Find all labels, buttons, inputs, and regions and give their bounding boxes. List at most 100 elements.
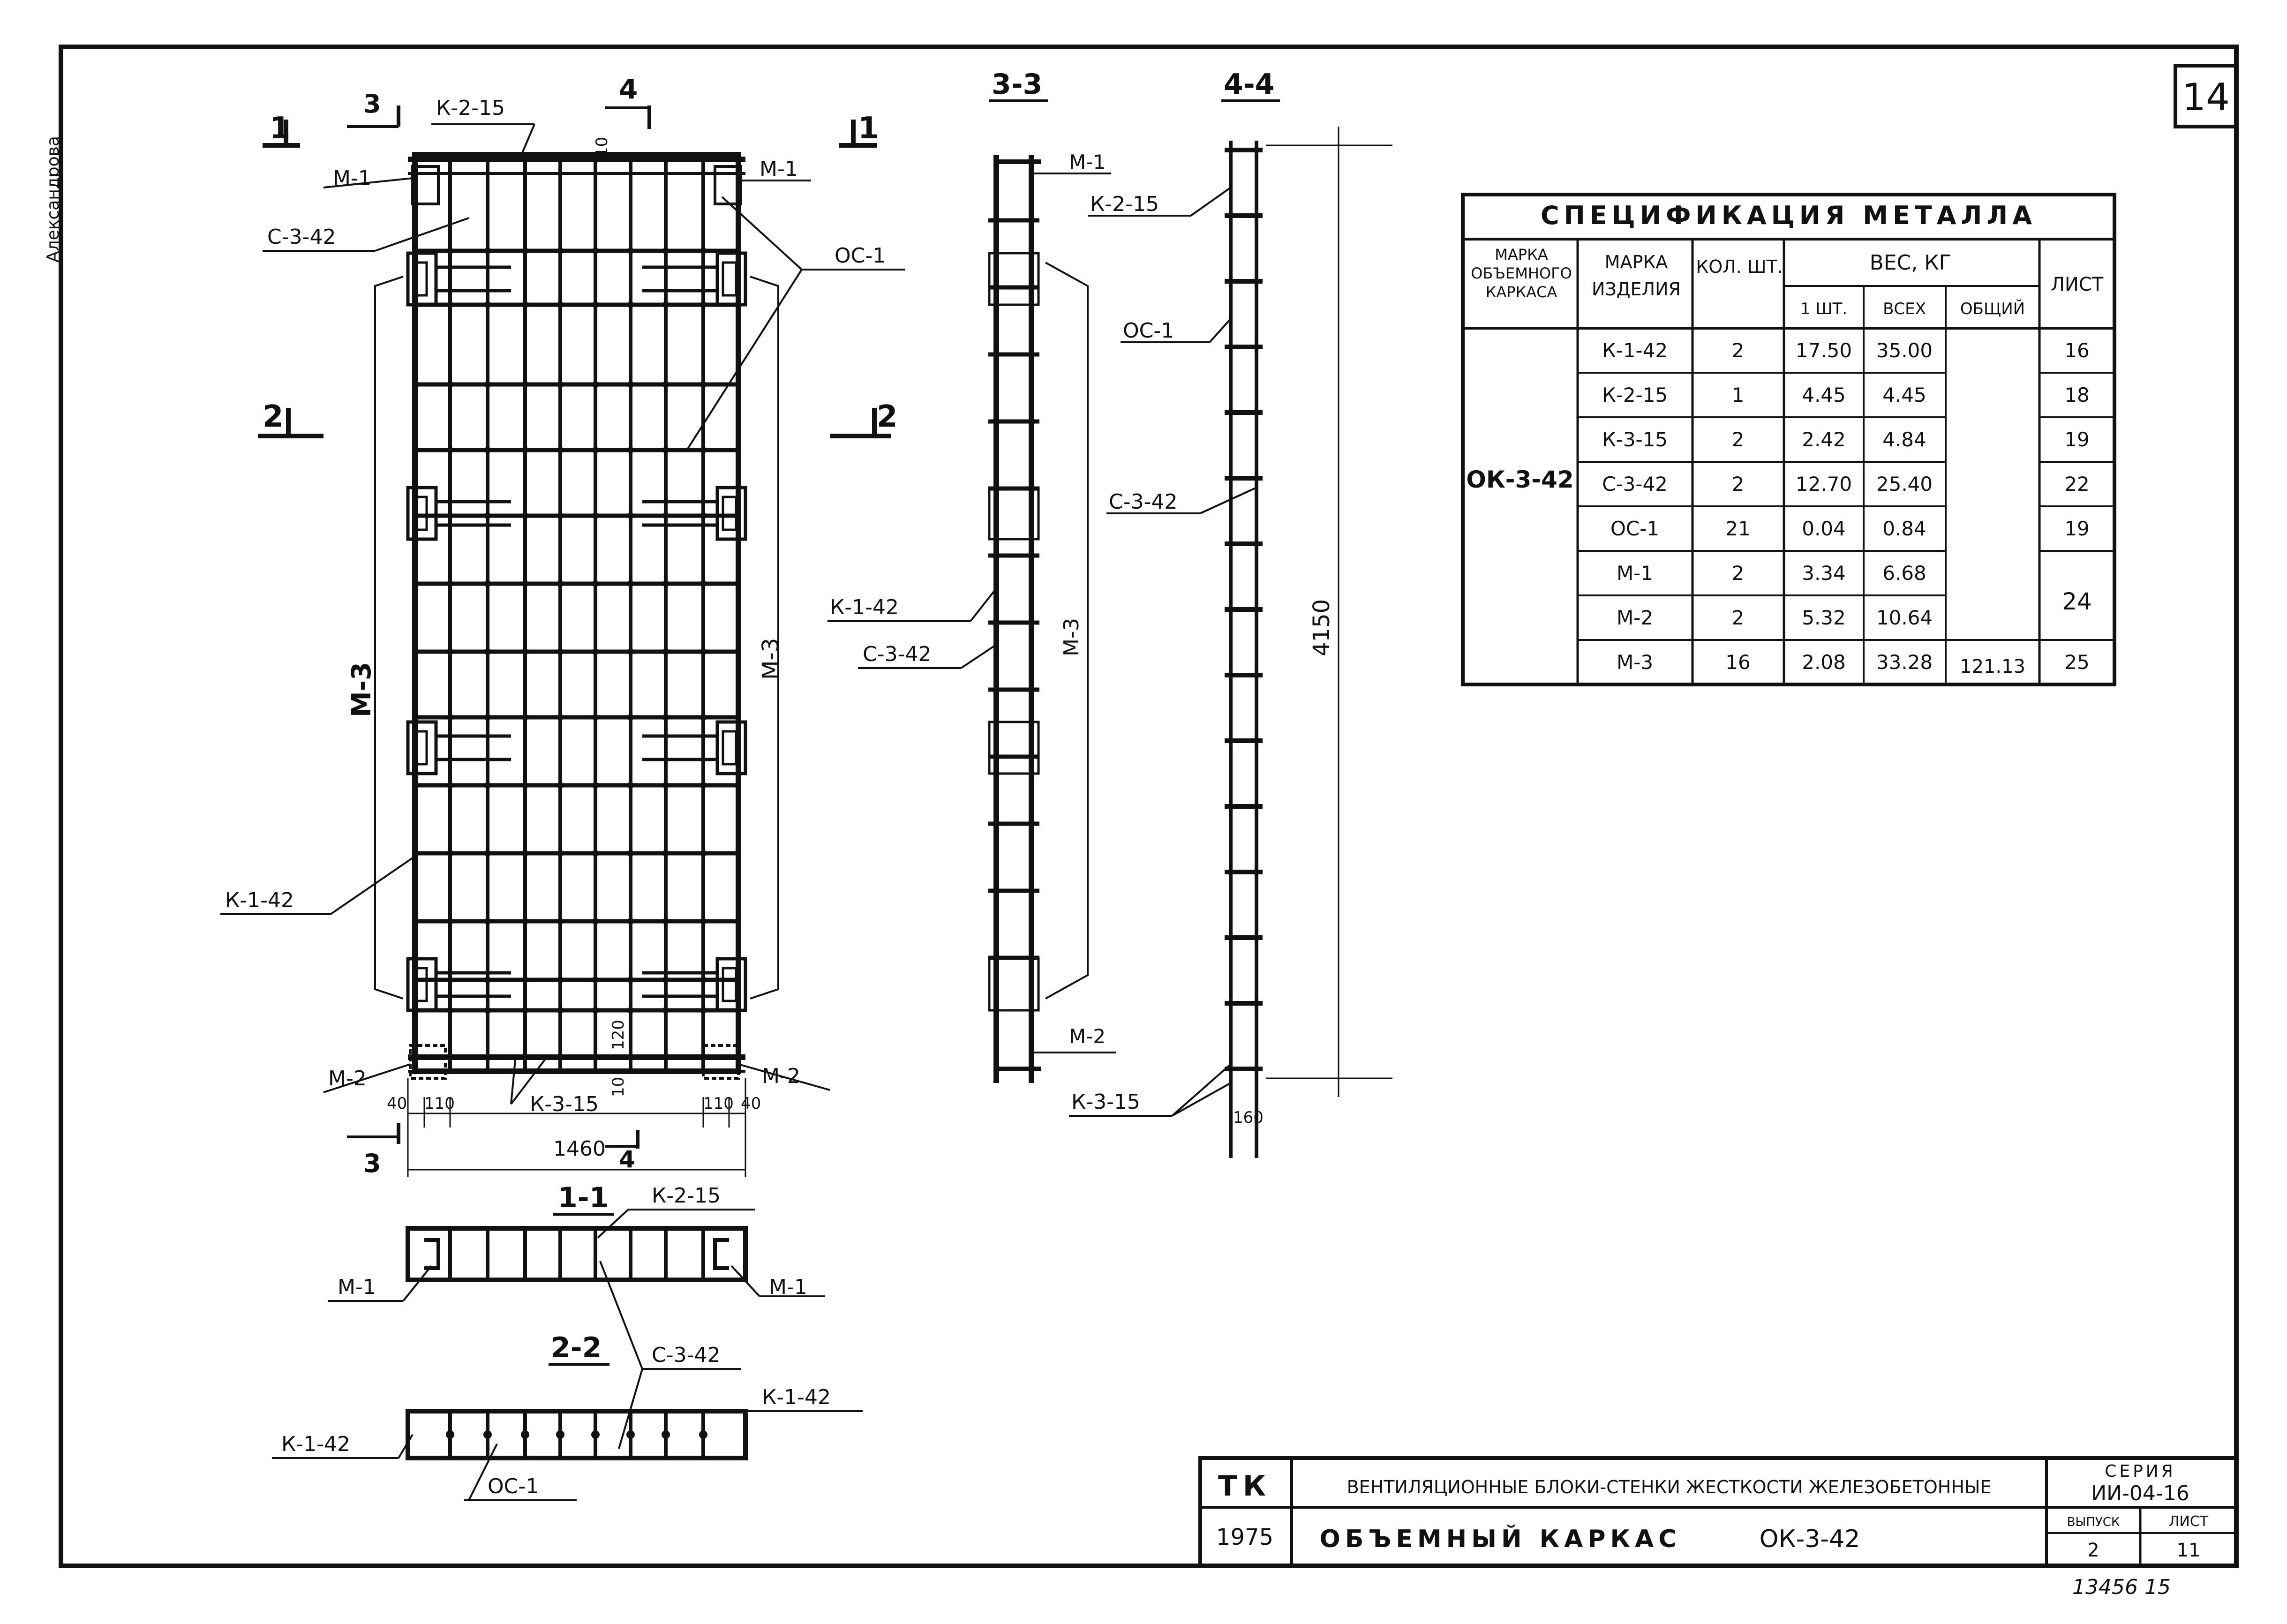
- bar-intersection-dot: [627, 580, 634, 587]
- m-3-plate-right: [715, 486, 747, 541]
- section-1-1: 1-1 К-2-15 М-1 М-1: [328, 1181, 825, 1302]
- label-m-2-left: М-2: [328, 1067, 367, 1090]
- bar-intersection-dot: [627, 447, 634, 453]
- spec-row-weight-all: 33.28: [1876, 651, 1933, 674]
- view-4-4-bar-ticks: [1225, 148, 1263, 1071]
- title-drawing-name: ОБЪЕМНЫЙ КАРКАС: [1320, 1525, 1681, 1553]
- bar-intersection-dot: [627, 1007, 634, 1014]
- plate-m-1-right: [714, 165, 742, 205]
- bar-intersection-dot: [557, 381, 564, 388]
- bar-intersection-dot: [700, 648, 707, 655]
- spec-row-qty: 2: [1732, 606, 1745, 629]
- m-3-plate-left: [406, 251, 438, 307]
- section-2-2-outline: [406, 1409, 748, 1460]
- bar-intersection-dot: [700, 977, 707, 983]
- bar-intersection-dot: [700, 850, 707, 857]
- bar-intersection-dot: [627, 977, 634, 983]
- leader-k-1-42: [330, 857, 414, 915]
- spec-row-weight-unit: 5.32: [1802, 606, 1846, 629]
- spec-row-weight-all: 35.00: [1876, 339, 1933, 362]
- spec-table: СПЕЦИФИКАЦИЯ МЕТАЛЛА МАРКА ОБЪЕМНОГО КАР…: [1461, 193, 2116, 686]
- bar-intersection-dot: [700, 512, 707, 519]
- bar-intersection-dot: [557, 714, 564, 721]
- bar-intersection-dot: [662, 381, 669, 388]
- bar-intersection-dot: [627, 248, 634, 254]
- view-4-4-title: 4-4: [1224, 68, 1274, 101]
- header-qty: КОЛ. ШТ.: [1696, 256, 1783, 277]
- m-3-plate-inner-left: [412, 496, 428, 531]
- front-view: 1 1 2 2 3 3 4 4 К-2-15 М-1 М-1 С-3-42: [220, 73, 905, 1178]
- page-number: 14: [2182, 75, 2230, 119]
- m-3-plate-inner-left: [412, 261, 428, 297]
- title-sheet-label: ЛИСТ: [2169, 1513, 2209, 1530]
- leader-oc-1-a: [721, 196, 803, 271]
- title-year: 1975: [1216, 1524, 1273, 1550]
- bar-intersection-dot: [484, 782, 491, 789]
- bar-intersection-dot: [522, 1007, 528, 1014]
- dim-40-right: 40: [741, 1094, 761, 1113]
- section-2-2-dot: [556, 1430, 564, 1439]
- label-4-4-oc-1: ОС-1: [1123, 319, 1174, 343]
- bar-intersection-dot: [447, 301, 453, 308]
- section-2-2-bars: [446, 1411, 707, 1458]
- title-org: ТК: [1218, 1470, 1271, 1503]
- section-2-2-dot: [446, 1430, 454, 1439]
- bar-intersection-dot: [447, 850, 453, 857]
- bar-intersection-dot: [484, 1007, 491, 1014]
- view-3-3-m-3-bracket: [1045, 262, 1089, 1000]
- dim-bottom-10: 10: [609, 1077, 628, 1097]
- bar-intersection-dot: [557, 918, 564, 925]
- leader-k-2-15: [519, 124, 535, 158]
- label-m-1-right: М-1: [760, 157, 798, 181]
- spec-row-mark: М-1: [1617, 562, 1653, 585]
- dim-120: 120: [609, 1020, 628, 1050]
- section-2-2-dot: [591, 1430, 600, 1439]
- bar-intersection-dot: [592, 918, 599, 925]
- leader-2-2-oc-1: [468, 1444, 498, 1501]
- m-3-plate-right: [715, 251, 747, 307]
- bar-intersection-dot: [700, 782, 707, 789]
- bar-intersection-dot: [447, 248, 453, 254]
- bar-intersection-dot: [557, 580, 564, 587]
- bar-intersection-dot: [522, 248, 528, 254]
- spec-row-weight-all: 25.40: [1876, 473, 1933, 496]
- label-m-3-left: М-3: [346, 662, 377, 717]
- bar-intersection-dot: [662, 1007, 669, 1014]
- spec-row-weight-all: 0.84: [1882, 517, 1926, 540]
- bar-intersection-dot: [484, 301, 491, 308]
- bar-intersection-dot: [484, 381, 491, 388]
- section-1-1-m-1-right: [713, 1238, 729, 1270]
- spec-row-qty: 2: [1732, 473, 1745, 496]
- spec-row-weight-unit: 17.50: [1796, 339, 1852, 362]
- dim-160: 160: [1233, 1108, 1264, 1127]
- label-k-3-15: К-3-15: [530, 1092, 599, 1116]
- title-drawing-mark: ОК-3-42: [1760, 1525, 1860, 1553]
- view-3-3-plate: [988, 721, 1040, 775]
- spec-row-sheet: 16: [2064, 339, 2089, 362]
- bar-intersection-dot: [592, 648, 599, 655]
- archive-number: 13456 15: [2072, 1575, 2171, 1599]
- spec-row-sheet: 18: [2064, 383, 2089, 406]
- title-issue-label: ВЫПУСК: [2067, 1515, 2120, 1529]
- leader-m-2-left: [323, 1063, 411, 1093]
- bar-intersection-dot: [662, 301, 669, 308]
- view-3-3-plate: [988, 252, 1040, 306]
- section-4-bottom-label: 4: [619, 1146, 635, 1173]
- bar-intersection-dot: [484, 447, 491, 453]
- bar-intersection-dot: [700, 580, 707, 587]
- bar-intersection-dot: [592, 512, 599, 519]
- label-k-1-42: К-1-42: [225, 888, 294, 912]
- section-1-1-m-1-left: [424, 1238, 440, 1270]
- bar-intersection-dot: [592, 580, 599, 587]
- dim-4150: 4150: [1309, 599, 1335, 656]
- bar-intersection-dot: [447, 381, 453, 388]
- dim-width-1460: 1460: [553, 1137, 606, 1161]
- leader-2-2-c-3-42-a: [599, 1261, 643, 1369]
- header-weight: ВЕС, КГ: [1870, 251, 1952, 275]
- spec-row-lines: [1578, 372, 2114, 641]
- m-3-plate-inner-right: [722, 261, 737, 297]
- section-2-2: 2-2 С-3-42 К-1-42 К-1-42 ОС-1: [272, 1261, 863, 1501]
- bar-intersection-dot: [627, 714, 634, 721]
- bar-intersection-dot: [700, 714, 707, 721]
